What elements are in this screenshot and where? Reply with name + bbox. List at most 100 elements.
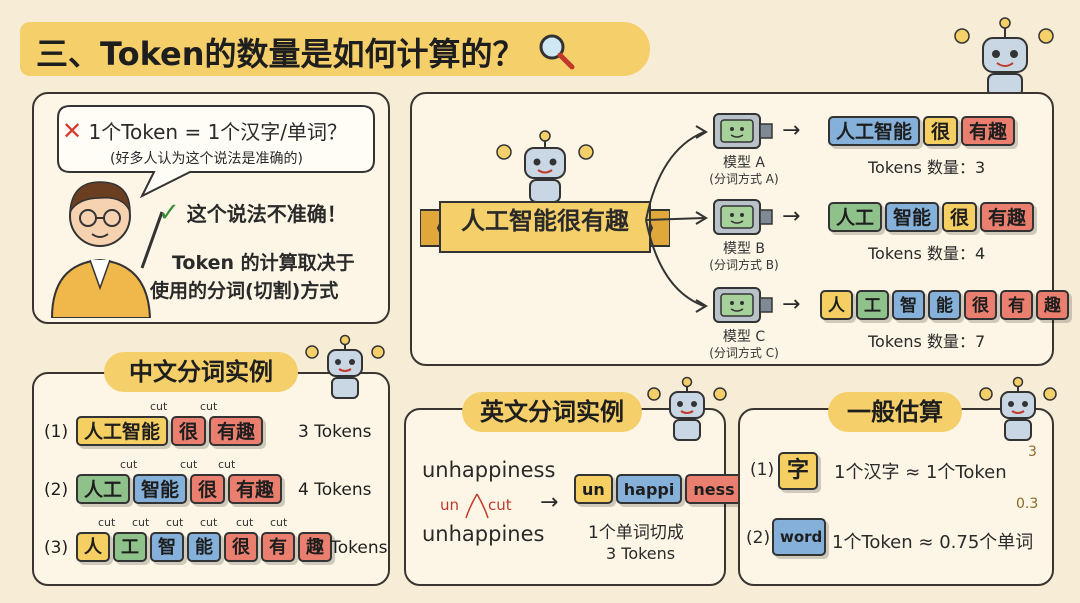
estimate-row1-num: (1) (750, 460, 775, 480)
token-block: 有 (261, 532, 295, 562)
token-count: 7 Tokens (314, 538, 388, 558)
arrow-icon: → (782, 118, 801, 143)
token-row: 人工智能很有趣 (76, 474, 285, 504)
cut-label: cut (200, 400, 218, 413)
english-result-line1: 1个单词切成 (588, 523, 684, 543)
split-arrows (465, 493, 489, 519)
token-row: 人工智能很有趣 (820, 290, 1072, 320)
token-block: 很 (190, 474, 226, 504)
magnifier-icon (539, 34, 575, 70)
cut-label: cut (236, 516, 254, 529)
explain-line1: Token 的计算取决于 (172, 252, 355, 274)
estimate-row2-num: (2) (746, 528, 771, 548)
wrong-note: (好多人认为这个说法是准确的) (110, 151, 303, 167)
token-block: 很 (964, 290, 997, 320)
model-method: (分词方式 A) (709, 172, 779, 186)
english-word1: unhappiness (422, 458, 556, 482)
cut-label: cut (218, 458, 236, 471)
cut-label: cut (200, 516, 218, 529)
token-block: 有趣 (980, 202, 1035, 232)
speech-bubble (57, 105, 375, 199)
model-name: 模型 C (722, 329, 766, 345)
row-number: (2) (44, 480, 69, 500)
token-block: 趣 (1036, 290, 1069, 320)
token-count: Tokens 数量：4 (868, 244, 986, 263)
cut-label: cut (270, 516, 288, 529)
token-block: ness (685, 474, 743, 504)
correct-claim: ✓ 这个说法不准确！ (158, 198, 347, 228)
tv-icon (712, 112, 774, 156)
cut-label: cut (98, 516, 116, 529)
token-block: 有趣 (961, 116, 1016, 146)
token-block: 智 (150, 532, 184, 562)
token-block: 能 (187, 532, 221, 562)
token-count: Tokens 数量：7 (868, 332, 986, 351)
arrow-icon: → (782, 292, 801, 317)
token-block: 很 (942, 202, 978, 232)
token-row: 人工智能很有趣 (76, 416, 266, 446)
token-block: 工 (856, 290, 889, 320)
estimate-row2-text: 1个Token ≈ 0.75个单词 (832, 532, 1034, 553)
robot-icon (647, 376, 727, 441)
token-block: 智能 (133, 474, 188, 504)
model-method: (分词方式 C) (709, 346, 779, 360)
cut-label: cut (132, 516, 150, 529)
token-row: 人工智能很有趣 (828, 116, 1018, 146)
token-block: 人 (76, 532, 110, 562)
token-block: 很 (171, 416, 207, 446)
token-count: Tokens 数量：3 (868, 158, 986, 177)
english-result-line2: 3 Tokens (606, 544, 676, 563)
model-name: 模型 A (722, 155, 766, 171)
estimate-title: 一般估算 (828, 392, 962, 432)
tv-icon (712, 286, 774, 330)
token-block: 人工 (76, 474, 131, 504)
token-block: 有趣 (228, 474, 283, 504)
teacher-illustration (50, 181, 164, 318)
model-name: 模型 B (722, 241, 766, 257)
arrow-icon: → (540, 490, 559, 515)
token-row: 人工智能很有趣 (76, 532, 335, 562)
estimate-row1-box: 字 (778, 452, 818, 490)
robot-icon (979, 376, 1057, 441)
english-word2: unhappines (422, 522, 545, 546)
model-method: (分词方式 B) (709, 258, 779, 272)
robot-icon (954, 17, 1054, 97)
cut-label: cut (166, 516, 184, 529)
token-block: un (574, 474, 613, 504)
estimate-row2-box: word (772, 518, 826, 556)
token-count: 3 Tokens (298, 422, 372, 442)
token-block: 智 (892, 290, 925, 320)
estimate-row1-text: 1个汉字 ≈ 1个Token (834, 462, 1007, 483)
chinese-title: 中文分词实例 (104, 352, 298, 392)
token-block: 趣 (298, 532, 332, 562)
cut-label: cut (150, 400, 168, 413)
token-block: 智能 (885, 202, 940, 232)
robot-icon (496, 130, 594, 203)
estimate-row2-note: 0.3 (1016, 496, 1039, 512)
token-block: 人工 (828, 202, 883, 232)
english-split-cut: cut (488, 496, 512, 514)
check-icon: ✓ (158, 198, 180, 228)
token-block: 人 (820, 290, 853, 320)
token-block: 人工智能 (76, 416, 169, 446)
token-row: 人工智能很有趣 (828, 202, 1037, 232)
token-count: 4 Tokens (298, 480, 372, 500)
arrow-icon: → (782, 204, 801, 229)
cross-icon: ✕ (62, 117, 83, 145)
robot-icon (305, 334, 385, 399)
token-block: 工 (113, 532, 147, 562)
row-number: (1) (44, 422, 69, 442)
token-block: happi (615, 474, 683, 504)
english-title: 英文分词实例 (462, 392, 642, 432)
explain-line2: 使用的分词(切割)方式 (150, 280, 339, 302)
token-block: 很 (923, 116, 959, 146)
tv-icon (712, 198, 774, 242)
token-block: 能 (928, 290, 961, 320)
token-block: 有 (1000, 290, 1033, 320)
row-number: (3) (44, 538, 69, 558)
branch-arrows (645, 125, 708, 313)
token-block: 很 (224, 532, 258, 562)
token-block: 人工智能 (828, 116, 921, 146)
source-text: 人工智能很有趣 (461, 207, 629, 235)
